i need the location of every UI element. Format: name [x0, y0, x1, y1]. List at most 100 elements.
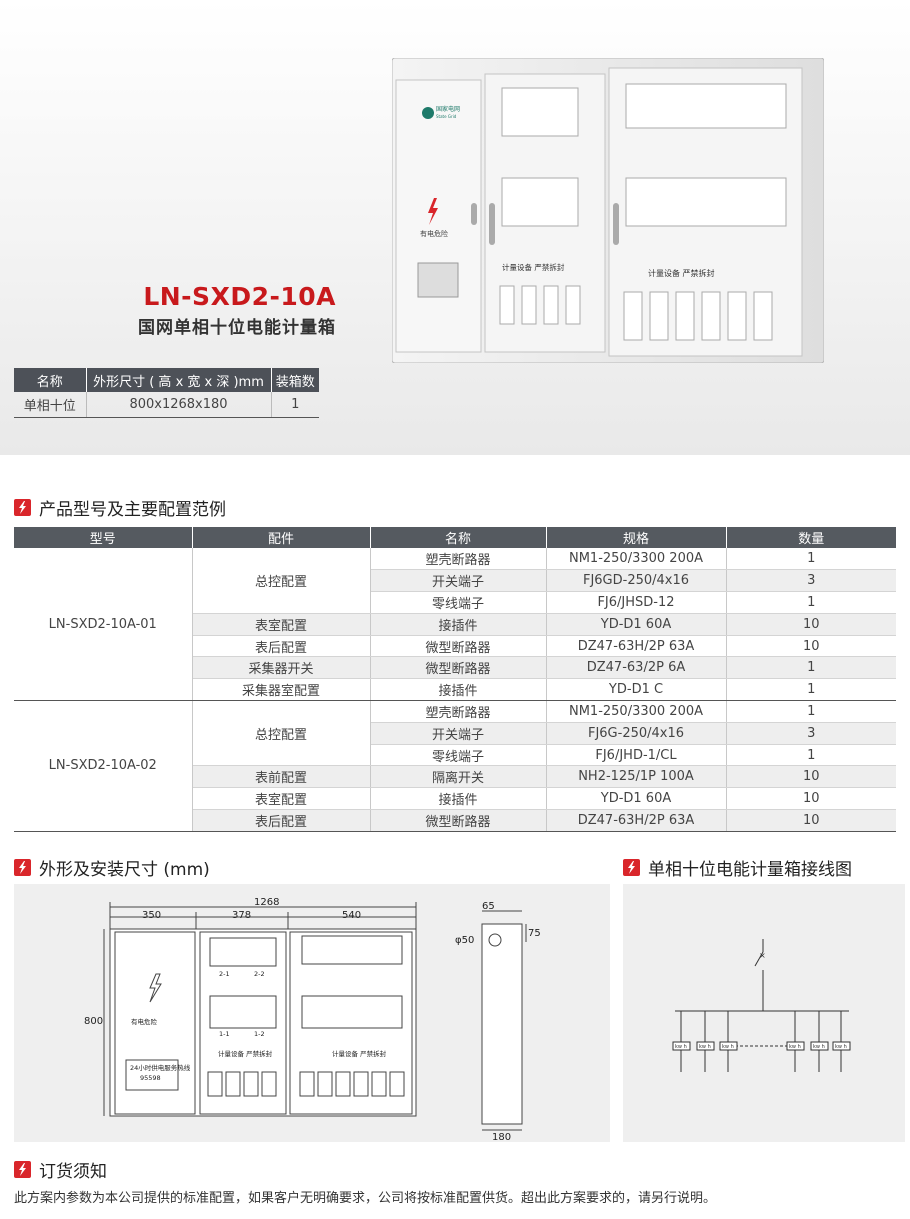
spec-row: 单相十位 800x1268x180 1	[14, 392, 319, 418]
config-qty-cell: 10	[726, 809, 896, 832]
svg-text:有电危险: 有电危险	[420, 229, 448, 238]
config-name-cell: 零线端子	[370, 591, 547, 614]
config-header-qty: 数量	[726, 527, 896, 548]
config-qty-cell: 1	[726, 700, 896, 723]
svg-text:State Grid: State Grid	[436, 114, 457, 119]
table-row: 表后配置 微型断路器 DZ47-63H/2P 63A 10	[14, 635, 896, 658]
spec-header-name: 名称	[14, 368, 87, 392]
config-name-cell: 塑壳断路器	[370, 700, 547, 723]
svg-text:计量设备 严禁拆封: 计量设备 严禁拆封	[502, 262, 565, 272]
section-wiring-header: 单相十位电能计量箱接线图	[623, 855, 852, 880]
config-name-cell: 微型断路器	[370, 809, 547, 832]
product-photo: 国家电网 State Grid 有电危险 计量设备 严禁拆封 计量设备 严禁拆封	[392, 58, 824, 363]
svg-text:2-1: 2-1	[219, 970, 230, 978]
config-header-spec: 规格	[546, 527, 727, 548]
table-row: 零线端子 FJ6/JHSD-12 1	[14, 591, 896, 614]
config-spec-cell: FJ6/JHSD-12	[546, 591, 727, 614]
config-qty-cell: 10	[726, 787, 896, 811]
config-name-cell: 接插件	[370, 678, 547, 702]
config-name-cell: 接插件	[370, 787, 547, 811]
lightning-icon	[14, 858, 31, 876]
svg-text:kw h: kw h	[813, 1044, 825, 1050]
section-config-title: 产品型号及主要配置范例	[39, 499, 226, 520]
svg-text:×: ×	[759, 951, 766, 960]
svg-text:kw h: kw h	[835, 1044, 847, 1050]
table-row: 表室配置 接插件 YD-D1 60A 10	[14, 787, 896, 811]
config-part-cell: 总控配置	[192, 700, 371, 767]
config-spec-cell: NM1-250/3300 200A	[546, 700, 727, 723]
table-row: 开关端子 FJ6G-250/4x16 3	[14, 722, 896, 745]
config-spec-cell: FJ6/JHD-1/CL	[546, 744, 727, 767]
svg-text:kw h: kw h	[789, 1044, 801, 1050]
spec-qty: 1	[271, 392, 319, 418]
section-order-title: 订货须知	[39, 1161, 107, 1182]
svg-text:计量设备 严禁拆封: 计量设备 严禁拆封	[648, 268, 715, 278]
spec-header-dimensions: 外形尺寸 ( 高 x 宽 x 深 )mm	[86, 368, 272, 392]
dimension-drawing: 1268 350 378 540 800 180 65 φ50 75 有电危险 …	[84, 897, 541, 1143]
config-part-cell: 表前配置	[192, 765, 371, 789]
config-spec-cell: DZ47-63H/2P 63A	[546, 635, 727, 658]
config-qty-cell: 1	[726, 656, 896, 680]
section-config-header: 产品型号及主要配置范例	[14, 495, 226, 520]
svg-text:kw h: kw h	[675, 1044, 687, 1050]
svg-text:95598: 95598	[140, 1074, 161, 1082]
config-name-cell: 零线端子	[370, 744, 547, 767]
product-name: 国网单相十位电能计量箱	[138, 318, 336, 338]
lightning-icon	[623, 858, 640, 876]
config-spec-cell: NH2-125/1P 100A	[546, 765, 727, 789]
config-part-cell: 表室配置	[192, 613, 371, 636]
order-note: 此方案内参数为本公司提供的标准配置，如果客户无明确要求，公司将按标准配置供货。超…	[14, 1191, 717, 1206]
svg-text:1-1: 1-1	[219, 1030, 230, 1038]
product-model: LN-SXD2-10A	[143, 282, 336, 311]
config-model-cell: LN-SXD2-10A-02	[14, 700, 193, 832]
config-qty-cell: 10	[726, 613, 896, 636]
config-spec-cell: YD-D1 60A	[546, 787, 727, 811]
table-row: LN-SXD2-10A-01 总控配置 塑壳断路器 NM1-250/3300 2…	[14, 548, 896, 702]
spec-header-row: 名称 外形尺寸 ( 高 x 宽 x 深 )mm 装箱数	[14, 368, 319, 392]
config-qty-cell: 10	[726, 635, 896, 658]
svg-text:计量设备 严禁拆封: 计量设备 严禁拆封	[218, 1049, 273, 1058]
svg-text:kw h: kw h	[722, 1044, 734, 1050]
section-order-header: 订货须知	[14, 1157, 107, 1182]
config-qty-cell: 1	[726, 678, 896, 702]
config-spec-cell: FJ6GD-250/4x16	[546, 569, 727, 593]
table-row: 表室配置 接插件 YD-D1 60A 10	[14, 613, 896, 636]
config-part-cell: 表室配置	[192, 787, 371, 811]
svg-text:180: 180	[492, 1132, 511, 1142]
config-header-part: 配件	[192, 527, 371, 548]
config-spec-cell: YD-D1 C	[546, 678, 727, 702]
section-dimensions-header: 外形及安装尺寸 (mm)	[14, 855, 210, 880]
spec-table: 名称 外形尺寸 ( 高 x 宽 x 深 )mm 装箱数 单相十位 800x126…	[14, 368, 319, 418]
svg-text:800: 800	[84, 1016, 103, 1027]
spec-name: 单相十位	[14, 392, 87, 418]
svg-text:φ50: φ50	[455, 935, 474, 946]
table-row: 采集器室配置 接插件 YD-D1 C 1	[14, 678, 896, 702]
table-row: 开关端子 FJ6GD-250/4x16 3	[14, 569, 896, 593]
svg-text:1268: 1268	[254, 897, 279, 908]
config-qty-cell: 1	[726, 548, 896, 571]
config-name-cell: 隔离开关	[370, 765, 547, 789]
spec-header-qty: 装箱数	[271, 368, 319, 392]
svg-text:378: 378	[232, 910, 251, 921]
config-name-cell: 微型断路器	[370, 635, 547, 658]
table-row: LN-SXD2-10A-02 总控配置 塑壳断路器 NM1-250/3300 2…	[14, 700, 896, 832]
svg-text:540: 540	[342, 910, 361, 921]
table-row: 采集器开关 微型断路器 DZ47-63/2P 6A 1	[14, 656, 896, 680]
config-spec-cell: FJ6G-250/4x16	[546, 722, 727, 745]
table-row: 表后配置 微型断路器 DZ47-63H/2P 63A 10	[14, 809, 896, 832]
svg-text:65: 65	[482, 901, 495, 912]
wiring-diagram-panel: × kw h kw h kw h kw h kw h kw h	[623, 884, 905, 1142]
spec-dimensions: 800x1268x180	[86, 392, 272, 418]
lightning-icon	[14, 1160, 31, 1178]
config-table: 型号 配件 名称 规格 数量 LN-SXD2-10A-01 总控配置 塑壳断路器…	[14, 527, 896, 832]
lightning-icon	[14, 498, 31, 516]
config-header-name: 名称	[370, 527, 547, 548]
svg-text:350: 350	[142, 910, 161, 921]
config-part-cell: 采集器开关	[192, 656, 371, 680]
config-spec-cell: DZ47-63H/2P 63A	[546, 809, 727, 832]
dimension-drawing-panel: 1268 350 378 540 800 180 65 φ50 75 有电危险 …	[14, 884, 610, 1143]
svg-text:计量设备 严禁拆封: 计量设备 严禁拆封	[332, 1049, 387, 1058]
config-name-cell: 开关端子	[370, 569, 547, 593]
config-part-cell: 采集器室配置	[192, 678, 371, 702]
config-name-cell: 塑壳断路器	[370, 548, 547, 571]
